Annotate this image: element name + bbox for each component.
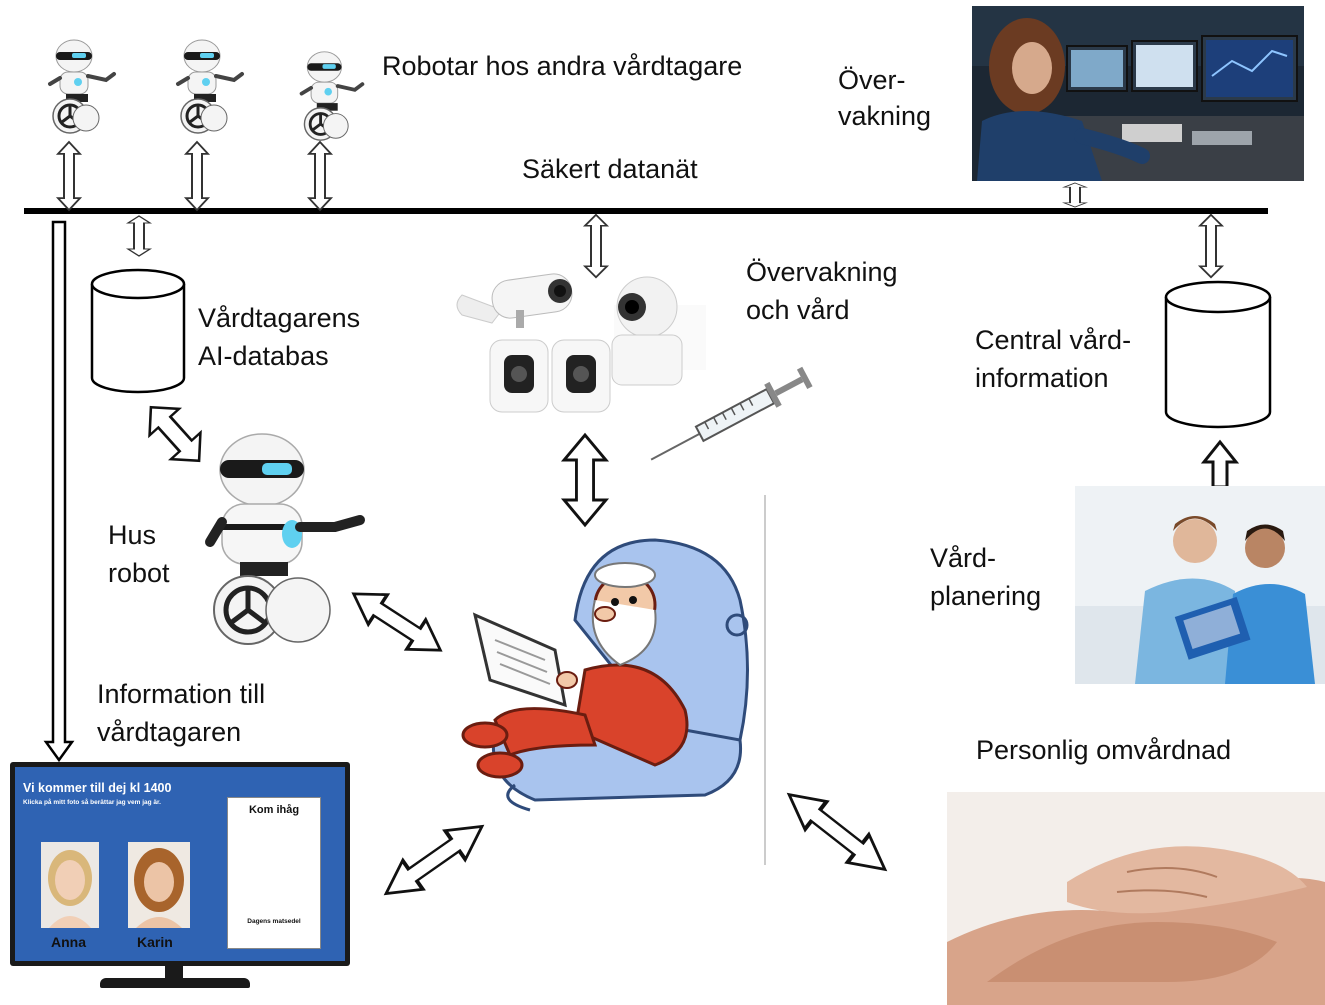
personal-care-label: Personlig omvårdnad [976, 735, 1232, 765]
monitoring-connector-arrow [1063, 182, 1087, 208]
other-robot-3-icon [299, 49, 365, 143]
tv-headline: Vi kommer till dej kl 1400 [23, 781, 172, 795]
camera-patient-arrow [562, 433, 608, 527]
ai-db-label-line2: AI-databas [198, 341, 329, 371]
planning-to-db-arrow [1200, 439, 1240, 489]
ai-db-connector-arrow [127, 215, 151, 257]
tv-stand-neck [165, 966, 183, 980]
security-cameras-icon [456, 273, 706, 413]
central-database-icon [1164, 280, 1272, 429]
robots-others-label: Robotar hos andra vårdtagare [382, 51, 743, 81]
reminder-title: Kom ihåg [248, 804, 300, 816]
other-robot-1-icon [48, 38, 116, 135]
tv-feed-arrow [43, 220, 75, 763]
house-robot-label-line1: Hus [108, 520, 157, 550]
monitoring-care-label-line1: Övervakning [746, 257, 898, 287]
karin-name: Karin [137, 934, 173, 950]
ai-db-label-line1: Vårdtagarens [198, 303, 361, 333]
care-planning-photo [1075, 486, 1325, 684]
monitoring-center-photo [972, 6, 1304, 181]
anna-photo[interactable] [41, 842, 99, 928]
karin-photo[interactable] [128, 842, 190, 928]
tv-subline: Klicka på mitt foto så berättar jag vem … [23, 799, 161, 806]
info-patient-label-line1: Information till [97, 679, 266, 709]
tv-screen: Vi kommer till dej kl 1400 Klicka på mit… [15, 767, 345, 961]
secure-network-label: Säkert datanät [522, 154, 698, 184]
info-patient-label-line2: vårdtagaren [97, 717, 242, 747]
monitoring-care-label-line2: och vård [746, 295, 850, 325]
central-info-label-line2: information [975, 363, 1109, 393]
care-planning-label-line2: planering [930, 581, 1042, 611]
syringe-icon [650, 366, 813, 461]
house-robot-icon [205, 433, 365, 645]
elderly-patient-illustration [461, 538, 749, 812]
monitoring-label-line2: vakning [838, 101, 932, 131]
care-planning-label-line1: Vård- [930, 543, 997, 573]
house-robot-label-line2: robot [108, 558, 170, 588]
central-db-connector-arrow [1199, 213, 1223, 279]
anna-name: Anna [51, 934, 86, 950]
tv-monitor-frame: Vi kommer till dej kl 1400 Klicka på mit… [10, 762, 350, 966]
reminder-panel: Kom ihåg Dagens matsedel [227, 797, 321, 949]
other-robot-2-icon [176, 38, 244, 135]
ai-database-icon [90, 268, 186, 394]
monitoring-label-line1: Över- [838, 65, 906, 95]
reminder-footer: Dagens matsedel [247, 918, 301, 925]
personal-care-hands-photo [947, 792, 1325, 1005]
care-patient-arrow [776, 778, 898, 886]
tv-patient-arrow [374, 810, 494, 910]
other-robots-group [48, 38, 365, 143]
central-info-label-line1: Central vård- [975, 325, 1132, 355]
tv-stand-base [100, 978, 250, 988]
